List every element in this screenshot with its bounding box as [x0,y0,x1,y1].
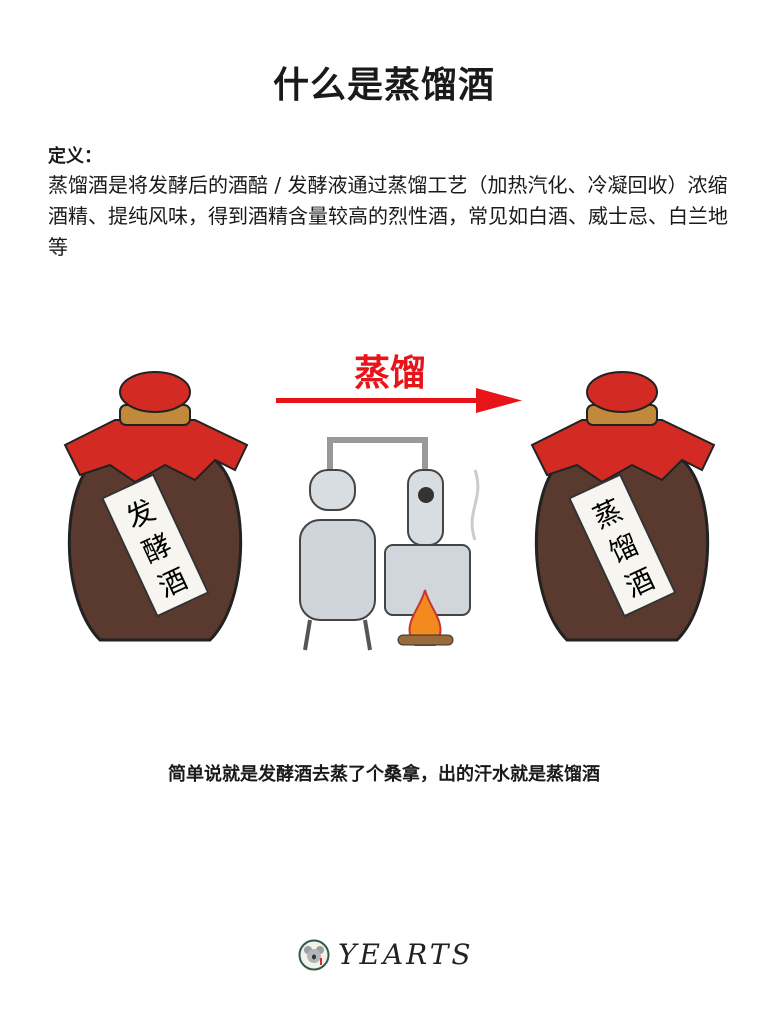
arrow-right-icon [276,388,522,413]
definition-label: 定义： [48,146,102,167]
page-title: 什么是蒸馏酒 [272,65,495,106]
fermented-wine-jar: 发 酵 酒 [63,371,249,642]
koala-logo-icon [298,939,330,970]
brand-name: YEARTS [338,938,474,971]
brand-logo: YEARTS [298,938,474,971]
process-label: 蒸馏 [353,353,426,394]
definition-text: 蒸馏酒是将发酵后的酒醅 / 发酵液通过蒸馏工艺（加热汽化、冷凝回收）浓缩酒精、提… [48,173,728,259]
caption: 简单说就是发酵酒去蒸了个桑拿，出的汗水就是蒸馏酒 [168,764,600,785]
distilled-liquor-jar: 蒸 馏 酒 [530,371,716,642]
distillation-still-icon [299,437,480,651]
